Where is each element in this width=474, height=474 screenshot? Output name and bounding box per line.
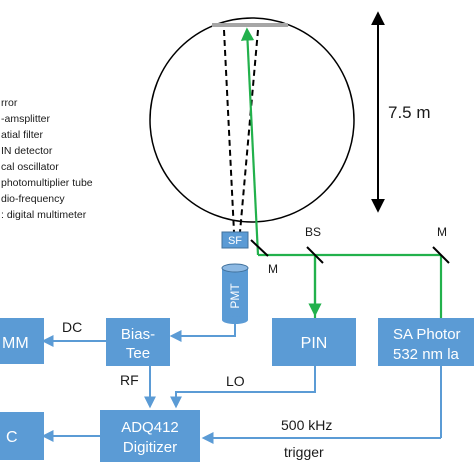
legend-item: rror (1, 97, 18, 109)
laser-beam-path (240, 27, 443, 318)
receive-cone-right (239, 29, 259, 233)
lo-label: LO (226, 373, 245, 389)
legend-item: : digital multimeter (1, 209, 87, 221)
pc-box (0, 412, 44, 460)
legend-item: cal oscillator (1, 161, 59, 173)
sa-photon-label-1: SA Photor (393, 326, 461, 343)
pmt-label: PMT (228, 283, 242, 309)
sa-photon-label-2: 532 nm la (393, 346, 460, 363)
mirror-left-label: M (268, 262, 278, 276)
mirror-right (432, 246, 450, 264)
spatial-filter-label: SF (228, 235, 242, 247)
legend-item: atial filter (1, 129, 44, 141)
digitizer-box (100, 410, 200, 462)
pin-label: PIN (301, 335, 328, 352)
dmm-label: MM (2, 335, 29, 352)
target-circle (149, 17, 355, 223)
bs-label: BS (305, 225, 321, 239)
beamsplitter (306, 246, 324, 264)
bias-tee-box (106, 318, 170, 366)
legend-item: photomultiplier tube (1, 177, 93, 189)
legend-item: dio-frequency (1, 193, 65, 205)
spatial-filter-box (221, 231, 249, 249)
pmt-cylinder (221, 263, 249, 324)
mirror-right-label: M (437, 225, 447, 239)
legend-item: IN detector (1, 145, 53, 157)
digitizer-label-1: ADQ412 (121, 419, 179, 436)
scale-label: 7.5 m (388, 103, 431, 122)
digitizer-label-2: Digitizer (123, 439, 177, 456)
rf-label: RF (120, 372, 139, 388)
sa-photon-box (378, 318, 474, 366)
legend: rror -amsplitter atial filter IN detecto… (1, 97, 93, 221)
freq-label: 500 kHz (281, 417, 332, 433)
legend-item: -amsplitter (1, 113, 51, 125)
receive-cone-left (223, 29, 235, 233)
dc-label: DC (62, 319, 82, 335)
signal-wires (41, 324, 442, 444)
mirror-left (250, 239, 269, 257)
trigger-label: trigger (284, 444, 324, 460)
bias-tee-label-1: Bias- (121, 326, 155, 343)
dmm-box (0, 318, 44, 364)
pc-label: C (6, 429, 18, 446)
pin-box (272, 318, 356, 366)
bias-tee-label-2: Tee (126, 345, 150, 362)
